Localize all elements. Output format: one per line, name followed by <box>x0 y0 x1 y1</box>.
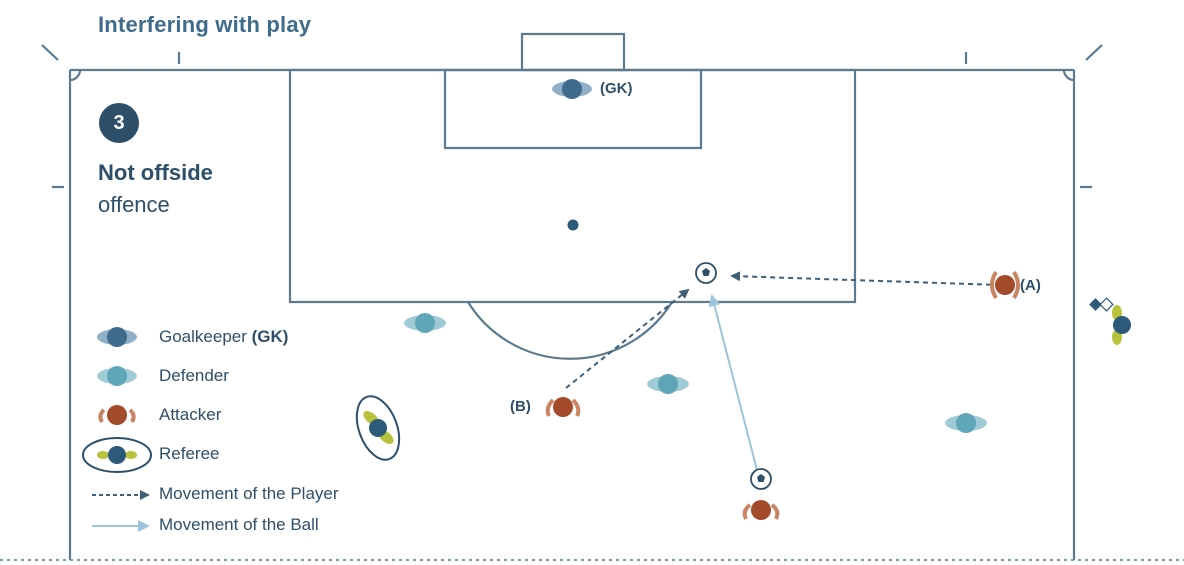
verdict-subheading: offence <box>98 192 170 217</box>
corner-arc-right <box>1062 69 1075 82</box>
attacker-b-tag: (B) <box>510 398 531 415</box>
legend-goalkeeper-label: Goalkeeper (GK) <box>159 327 288 347</box>
corner-mark-left <box>41 44 59 61</box>
attacker-a-tag: (A) <box>1020 277 1041 294</box>
diagram-title: Interfering with play <box>98 12 312 37</box>
pitch-lines <box>41 32 1103 560</box>
penalty-spot <box>567 219 579 231</box>
legend-referee-label: Referee <box>159 444 220 463</box>
verdict-heading: Not offside <box>98 160 213 185</box>
defender-player <box>647 374 689 394</box>
corner-arc-left <box>69 69 82 82</box>
legend-referee-icon <box>82 437 152 473</box>
referee-player <box>355 395 401 461</box>
soccer-ball-icon <box>695 262 717 284</box>
goal <box>520 32 626 72</box>
legend-goalkeeper-text: Goalkeeper <box>159 327 247 346</box>
legend-attacker-label: Attacker <box>159 405 222 424</box>
goal-area <box>443 68 703 150</box>
defender-player <box>945 413 987 433</box>
penalty-arc <box>467 301 673 360</box>
attacker-b-player <box>545 397 581 417</box>
assistant-referee <box>1112 305 1131 345</box>
soccer-ball-icon <box>750 468 772 490</box>
goalkeeper-tag: (GK) <box>600 80 633 97</box>
goalkeeper-player <box>552 79 592 99</box>
ball-movement-arrow <box>708 294 758 471</box>
penalty-area <box>288 68 857 304</box>
attacker-b-movement-arrow <box>565 288 690 389</box>
legend-player-movement-label: Movement of the Player <box>159 484 339 503</box>
attacker-player <box>742 500 780 520</box>
attacker-a-player <box>990 270 1020 300</box>
legend-ball-movement-label: Movement of the Ball <box>159 515 319 534</box>
legend-goalkeeper-abbrev: (GK) <box>251 327 289 346</box>
assistant-referee-flag-icon <box>1089 297 1114 312</box>
attacker-a-movement-arrow <box>730 271 1001 286</box>
legend-defender-label: Defender <box>159 366 229 385</box>
corner-mark-right <box>1085 44 1103 61</box>
legend-goalkeeper-icon <box>97 327 137 347</box>
legend-attacker-icon <box>98 405 136 425</box>
defender-player <box>404 313 446 333</box>
legend-defender-icon <box>97 366 137 386</box>
step-number-badge: 3 <box>99 103 139 143</box>
